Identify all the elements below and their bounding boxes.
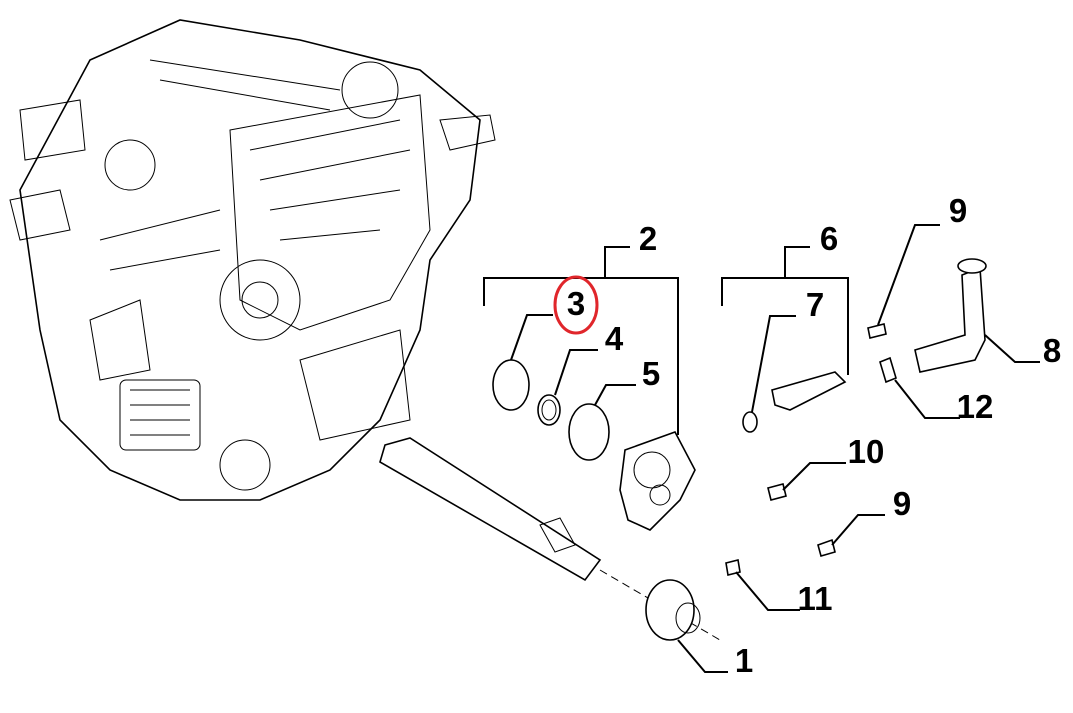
leader-lines [483,224,1040,673]
part-9-bolt-lower [817,538,836,557]
label-1[interactable]: 1 [735,642,753,679]
label-12[interactable]: 12 [957,388,994,425]
part-11-stud [725,559,741,576]
part-4-seal [537,394,561,426]
engine-illustration [9,19,496,501]
part-8-hose [914,266,986,373]
label-7[interactable]: 7 [806,286,824,323]
part-9-bolt [867,323,887,339]
part-12-clip [879,356,897,384]
label-3[interactable]: 3 [567,285,585,322]
part-4-seal-inner [541,399,557,421]
part-2-water-pump [619,431,696,531]
part-1-pulley [645,579,701,641]
label-9-lower[interactable]: 9 [893,485,911,522]
label-9-upper[interactable]: 9 [949,192,967,229]
label-8[interactable]: 8 [1043,332,1061,369]
label-10[interactable]: 10 [848,433,885,470]
part-8-hose-end [957,258,987,274]
part-10-bolt [767,483,787,501]
label-11[interactable]: 11 [798,580,833,617]
part-5-o-ring [568,403,610,461]
label-2[interactable]: 2 [639,220,657,257]
label-5[interactable]: 5 [642,355,660,392]
part-7-o-ring [742,411,758,433]
label-6[interactable]: 6 [820,220,838,257]
part-6-fitting [771,371,847,411]
part-3-o-ring [492,359,530,411]
highlight-circle [553,275,599,335]
label-4[interactable]: 4 [605,320,624,357]
